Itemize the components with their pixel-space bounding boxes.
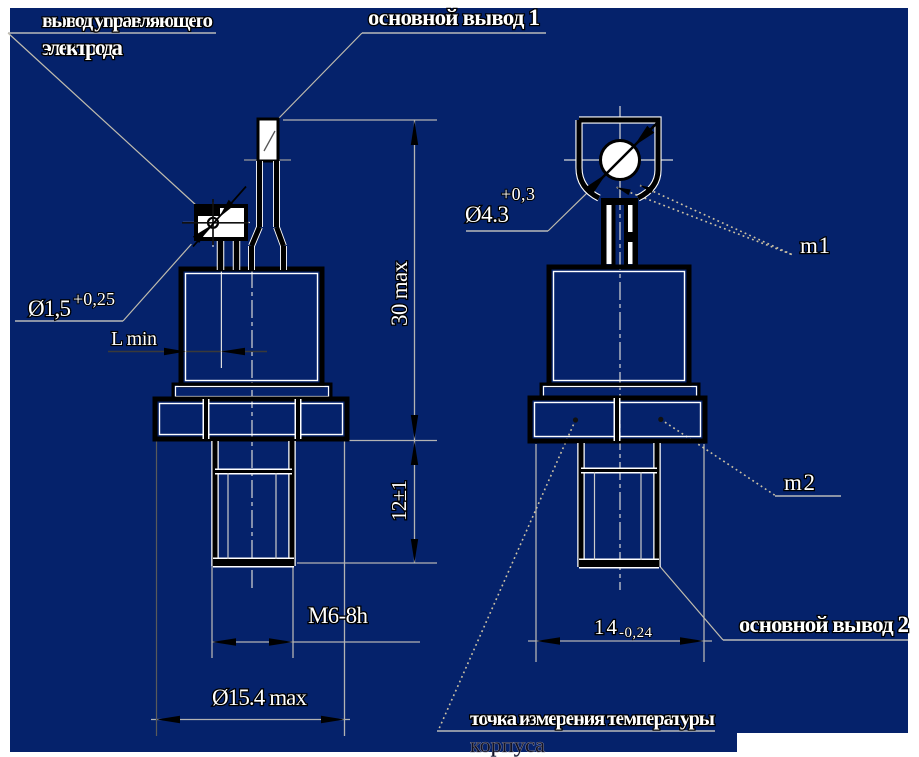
svg-text:-0,24: -0,24: [619, 625, 653, 641]
svg-text:Ø1,5: Ø1,5: [28, 296, 71, 321]
svg-text:основной вывод 1: основной вывод 1: [368, 5, 540, 30]
svg-text:+0,3: +0,3: [501, 184, 535, 204]
svg-text:+0,25: +0,25: [73, 289, 115, 309]
svg-text:Ø4.3: Ø4.3: [465, 202, 509, 227]
svg-text:вывод управляющего: вывод управляющего: [42, 8, 213, 32]
svg-text:корпуса: корпуса: [470, 733, 546, 757]
svg-text:точка измерения температуры: точка измерения температуры: [470, 706, 715, 730]
svg-text:m1: m1: [800, 233, 830, 258]
svg-text:M6-8h: M6-8h: [308, 603, 369, 628]
svg-text:L min: L min: [111, 328, 157, 350]
svg-text:электрода: электрода: [42, 35, 124, 60]
svg-text:30 max: 30 max: [387, 261, 412, 327]
svg-text:Ø15.4 max: Ø15.4 max: [212, 685, 308, 710]
svg-text:m2: m2: [784, 470, 815, 495]
svg-text:14: 14: [594, 615, 618, 639]
svg-text:12±1: 12±1: [387, 480, 411, 521]
svg-text:основной вывод 2: основной вывод 2: [739, 612, 909, 637]
